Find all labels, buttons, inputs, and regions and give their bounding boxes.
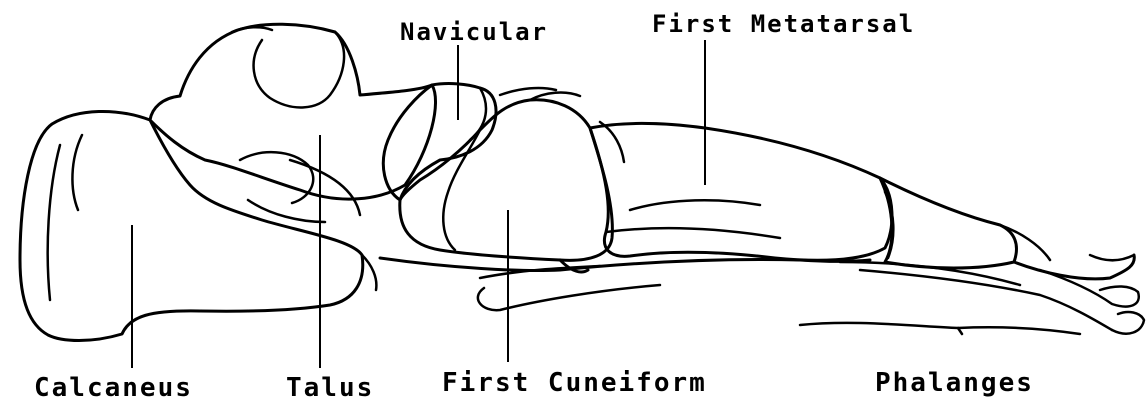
label-first-cuneiform: First Cuneiform [442,370,707,396]
navicular-bone [383,84,496,200]
first-metatarsal-bone [380,122,892,310]
label-talus: Talus [286,375,374,401]
calcaneus-bone [20,111,376,340]
label-first-metatarsal: First Metatarsal [652,12,915,36]
cuneiform-bones [400,88,613,272]
label-calcaneus: Calcaneus [34,375,193,401]
phalanges-bones [800,178,1144,334]
label-phalanges: Phalanges [875,370,1034,396]
label-navicular: Navicular [400,20,548,44]
